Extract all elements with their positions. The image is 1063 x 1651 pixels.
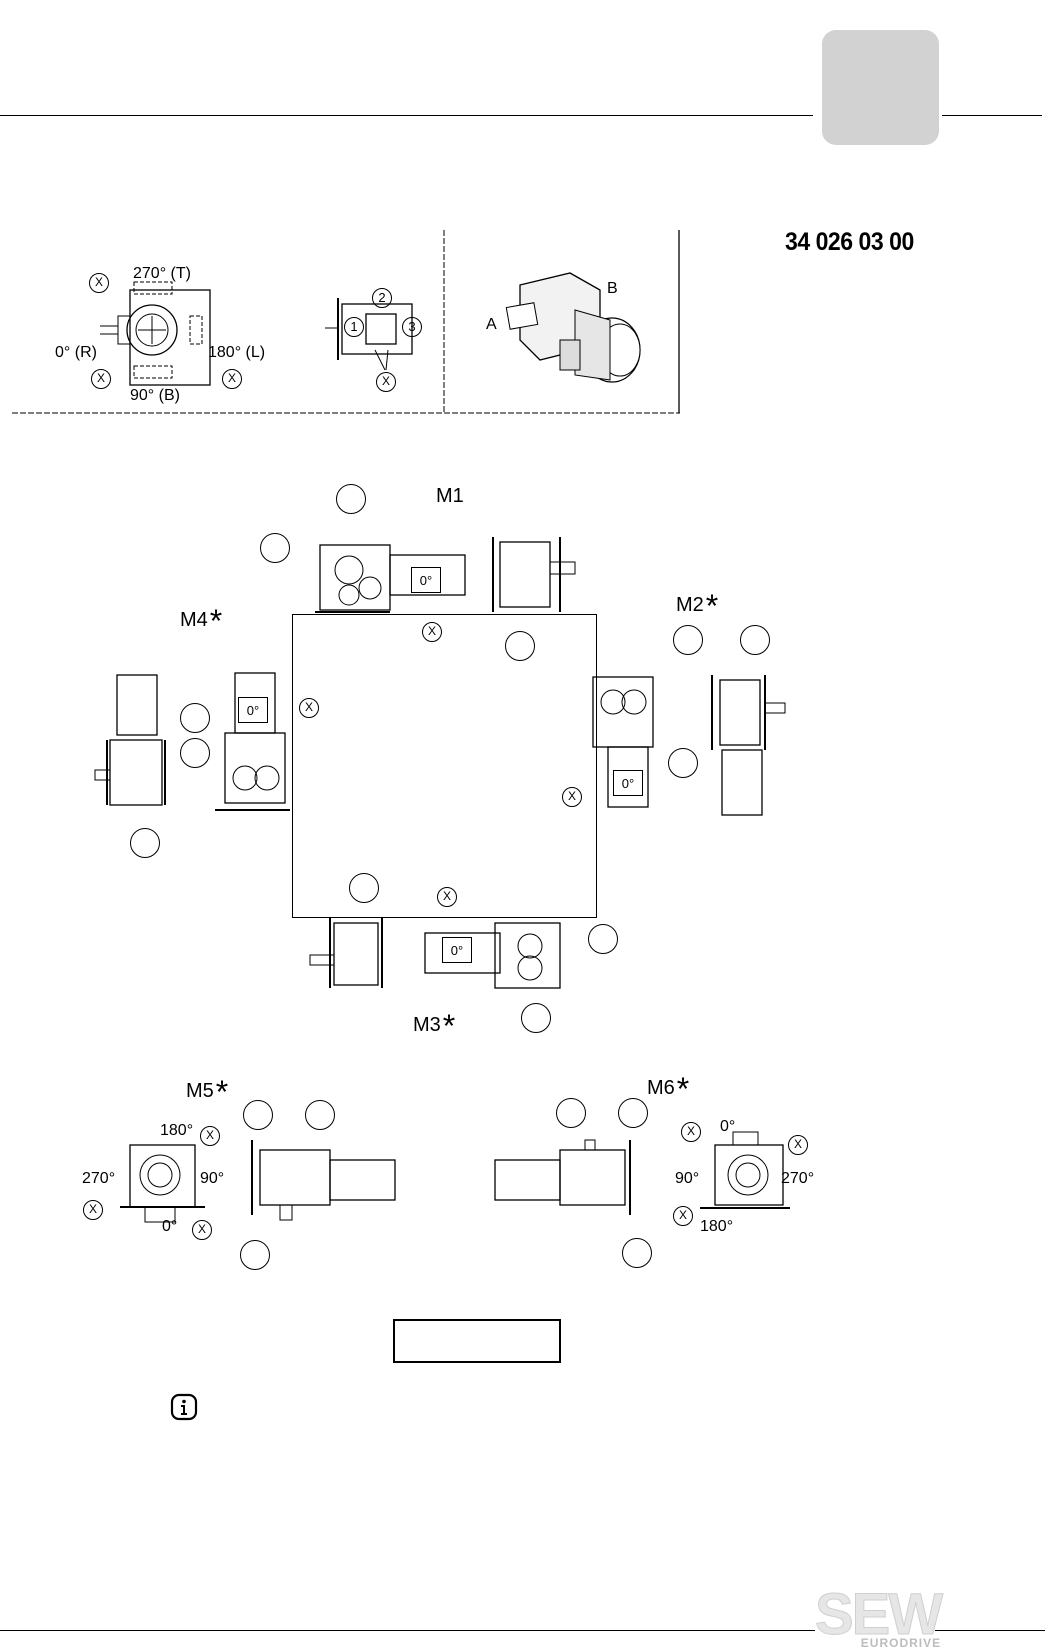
m5-angle-0: 0° bbox=[162, 1218, 178, 1235]
m5-angle-180: 180° bbox=[160, 1122, 194, 1139]
m5-angle-90: 90° bbox=[200, 1170, 225, 1187]
breather-valve-icon bbox=[349, 873, 379, 903]
m1-label: M1 bbox=[436, 485, 464, 507]
terminal-box-drawing bbox=[100, 281, 211, 386]
m4-shaft-drawing bbox=[94, 674, 166, 806]
shaft-b-label: B bbox=[607, 280, 618, 297]
oil-level-icon bbox=[180, 738, 210, 768]
m1-gearmotor-drawing bbox=[315, 544, 466, 613]
m2-label: M2* bbox=[676, 588, 719, 624]
x-marker: X bbox=[673, 1206, 693, 1226]
brand-bottom: EURODRIVE bbox=[860, 1636, 942, 1650]
drain-plug-icon bbox=[521, 1003, 551, 1033]
m3-label: M3* bbox=[413, 1008, 456, 1044]
m4-gearmotor-drawing bbox=[215, 672, 290, 811]
m6-label: M6* bbox=[647, 1071, 690, 1107]
x-marker: X bbox=[91, 369, 111, 389]
breather-valve-icon bbox=[336, 484, 366, 514]
oil-level-icon bbox=[556, 1098, 586, 1128]
m3-shaft-drawing bbox=[309, 918, 383, 988]
document-code: 34 026 03 00 bbox=[785, 228, 914, 256]
m5-angle-270: 270° bbox=[82, 1170, 116, 1187]
gearmotor-3d-drawing bbox=[505, 272, 641, 383]
m6-angle-0: 0° bbox=[720, 1118, 736, 1135]
info-icon bbox=[170, 1393, 198, 1421]
drain-plug-icon bbox=[130, 828, 160, 858]
m6-gearmotor-drawing bbox=[494, 1139, 631, 1215]
m3-gearmotor-drawing bbox=[424, 922, 561, 989]
mounting-reference-square bbox=[292, 614, 597, 918]
oil-level-icon bbox=[588, 924, 618, 954]
m2-shaft-drawing bbox=[711, 675, 786, 816]
m2-gearmotor-drawing bbox=[592, 676, 654, 808]
x-marker: X bbox=[376, 372, 396, 392]
cable-entry-1: 1 bbox=[344, 317, 364, 337]
x-marker: X bbox=[299, 698, 319, 718]
x-marker: X bbox=[562, 787, 582, 807]
m4-label: M4* bbox=[180, 603, 223, 639]
drain-plug-icon bbox=[622, 1238, 652, 1268]
oil-level-icon bbox=[305, 1100, 335, 1130]
header-rule-right bbox=[942, 115, 1042, 116]
blank-label-box bbox=[393, 1319, 561, 1363]
m2-terminal-box: 0° bbox=[613, 770, 643, 796]
m1-shaft-drawing bbox=[492, 537, 576, 612]
m6-angle-90: 90° bbox=[675, 1170, 700, 1187]
chapter-tab bbox=[822, 30, 939, 145]
m5-terminal-drawing bbox=[120, 1144, 205, 1223]
breather-valve-icon bbox=[740, 625, 770, 655]
position-90-label: 90° (B) bbox=[130, 387, 180, 404]
shaft-a-label: A bbox=[486, 316, 497, 333]
x-marker: X bbox=[788, 1135, 808, 1155]
x-marker: X bbox=[83, 1200, 103, 1220]
x-marker: X bbox=[681, 1122, 701, 1142]
position-270-label: 270° (T) bbox=[133, 265, 191, 282]
m3-terminal-box: 0° bbox=[442, 937, 472, 963]
x-marker: X bbox=[89, 273, 109, 293]
brand-top: SEW bbox=[814, 1582, 943, 1647]
footer-rule-left bbox=[0, 1630, 815, 1631]
x-marker: X bbox=[222, 369, 242, 389]
x-marker: X bbox=[437, 887, 457, 907]
breather-valve-icon bbox=[618, 1098, 648, 1128]
x-marker: X bbox=[192, 1220, 212, 1240]
drain-plug-icon bbox=[505, 631, 535, 661]
m5-gearmotor-drawing bbox=[251, 1140, 396, 1221]
oil-level-icon bbox=[260, 533, 290, 563]
cable-entry-3: 3 bbox=[402, 317, 422, 337]
x-marker: X bbox=[422, 622, 442, 642]
breather-valve-icon bbox=[243, 1100, 273, 1130]
drain-plug-icon bbox=[668, 748, 698, 778]
oil-level-icon bbox=[673, 625, 703, 655]
sew-eurodrive-logo: SEW EURODRIVE bbox=[814, 1582, 943, 1650]
m1-terminal-box: 0° bbox=[411, 567, 441, 593]
x-marker: X bbox=[200, 1126, 220, 1146]
cable-entry-2: 2 bbox=[372, 288, 392, 308]
m6-angle-180: 180° bbox=[700, 1218, 734, 1235]
header-rule-left bbox=[0, 115, 813, 116]
footer-rule-right bbox=[935, 1630, 1045, 1631]
position-0-label: 0° (R) bbox=[55, 344, 97, 361]
m6-angle-270: 270° bbox=[781, 1170, 815, 1187]
top-panel-frame bbox=[12, 230, 680, 414]
m6-terminal-drawing bbox=[700, 1131, 790, 1209]
position-180-label: 180° (L) bbox=[208, 344, 266, 361]
m4-terminal-box: 0° bbox=[238, 697, 268, 723]
m5-label: M5* bbox=[186, 1074, 229, 1110]
breather-valve-icon bbox=[180, 703, 210, 733]
drain-plug-icon bbox=[240, 1240, 270, 1270]
